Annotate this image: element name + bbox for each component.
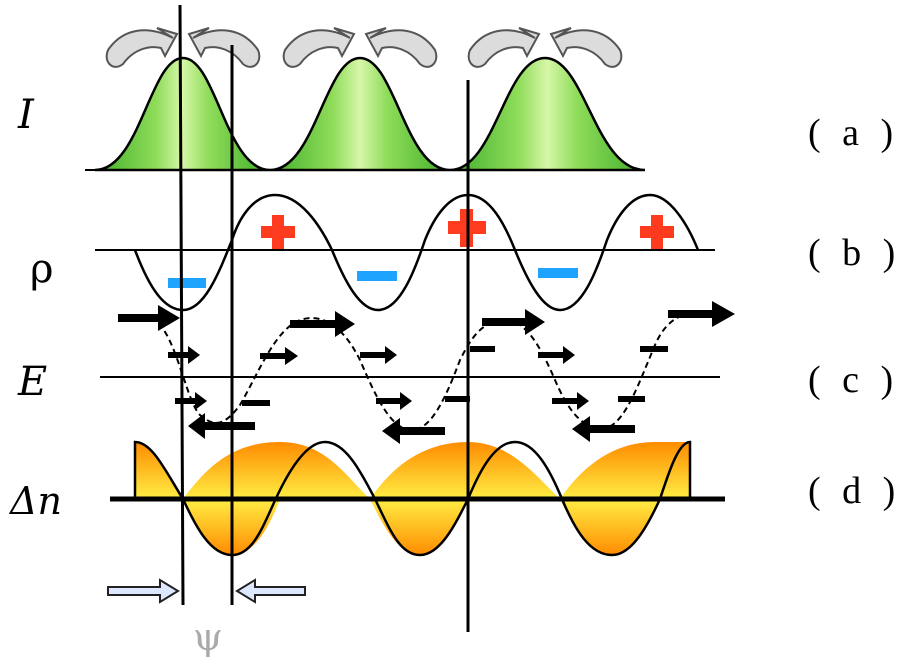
intensity-symbol: I — [17, 92, 35, 138]
minus-icon — [168, 278, 206, 288]
charge-symbol: ρ — [30, 246, 54, 292]
field-arrow-icon — [118, 301, 735, 444]
rotation-arrow-icon — [105, 27, 261, 68]
phase-shift-symbol: ψ — [193, 615, 223, 657]
index-lobes-positive — [135, 442, 690, 499]
field-curve — [149, 311, 701, 432]
minus-icon — [538, 268, 578, 278]
intensity-peak — [449, 56, 646, 172]
index-symbol: Δn — [8, 479, 62, 523]
rotation-arrow-icon — [467, 27, 623, 68]
rotation-arrows — [105, 27, 623, 68]
shift-arrow-icon — [107, 578, 180, 604]
panel-label-c: ( c ) — [808, 359, 899, 401]
phase-shift-indicator: ψ — [107, 578, 306, 657]
panel-label-a: ( a ) — [808, 112, 899, 154]
charge-row — [95, 193, 715, 312]
minus-icon — [357, 271, 397, 281]
charge-curve — [133, 193, 700, 312]
plus-icon — [640, 215, 674, 249]
guide-line-intensity-peak — [178, 4, 185, 606]
plus-icon — [261, 215, 295, 249]
index-lobes-negative — [183, 499, 660, 555]
panel-label-d: ( d ) — [808, 470, 901, 512]
intensity-row — [85, 56, 646, 172]
intensity-peak — [94, 56, 271, 172]
intensity-peak — [269, 56, 451, 172]
field-symbol: E — [17, 359, 47, 405]
panel-label-b: ( b ) — [808, 232, 901, 274]
shift-arrow-icon — [235, 578, 306, 604]
index-row — [110, 440, 725, 557]
rotation-arrow-icon — [282, 27, 438, 68]
field-row — [100, 301, 735, 444]
